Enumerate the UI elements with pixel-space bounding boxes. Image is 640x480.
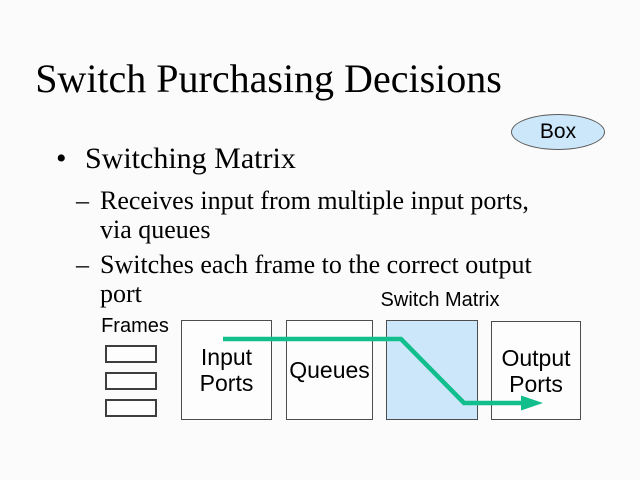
slide-title: Switch Purchasing Decisions xyxy=(35,56,502,101)
bullet-switching-matrix: • Switching Matrix xyxy=(52,142,592,176)
output-ports-label: Output Ports xyxy=(501,344,571,397)
sub-bullet-text: Switches each frame to the correct outpu… xyxy=(100,250,532,308)
switch-matrix-label: Switch Matrix xyxy=(380,289,500,311)
sub-bullet-text: Receives input from multiple input ports… xyxy=(100,186,529,244)
frame-rect xyxy=(105,399,157,417)
input-ports-label: Input Ports xyxy=(199,344,254,396)
sub-bullet-marker: – xyxy=(76,186,89,215)
box-badge: Box xyxy=(511,114,605,150)
box-badge-label: Box xyxy=(539,120,577,143)
frame-rect xyxy=(105,345,157,363)
switch-matrix-box xyxy=(386,320,478,420)
output-ports-box: Output Ports xyxy=(491,321,581,420)
bullet-text: Switching Matrix xyxy=(85,142,296,175)
queues-box: Queues xyxy=(286,320,373,420)
sub-bullet-receives-input: – Receives input from multiple input por… xyxy=(76,186,560,244)
bullet-marker: • xyxy=(56,142,67,175)
frame-rect xyxy=(105,372,157,390)
sub-bullet-marker: – xyxy=(76,250,89,279)
queues-label: Queues xyxy=(289,357,370,383)
sub-bullet-switches-frame: – Switches each frame to the correct out… xyxy=(76,250,560,308)
frames-label: Frames xyxy=(101,315,169,337)
input-ports-box: Input Ports xyxy=(181,320,272,420)
